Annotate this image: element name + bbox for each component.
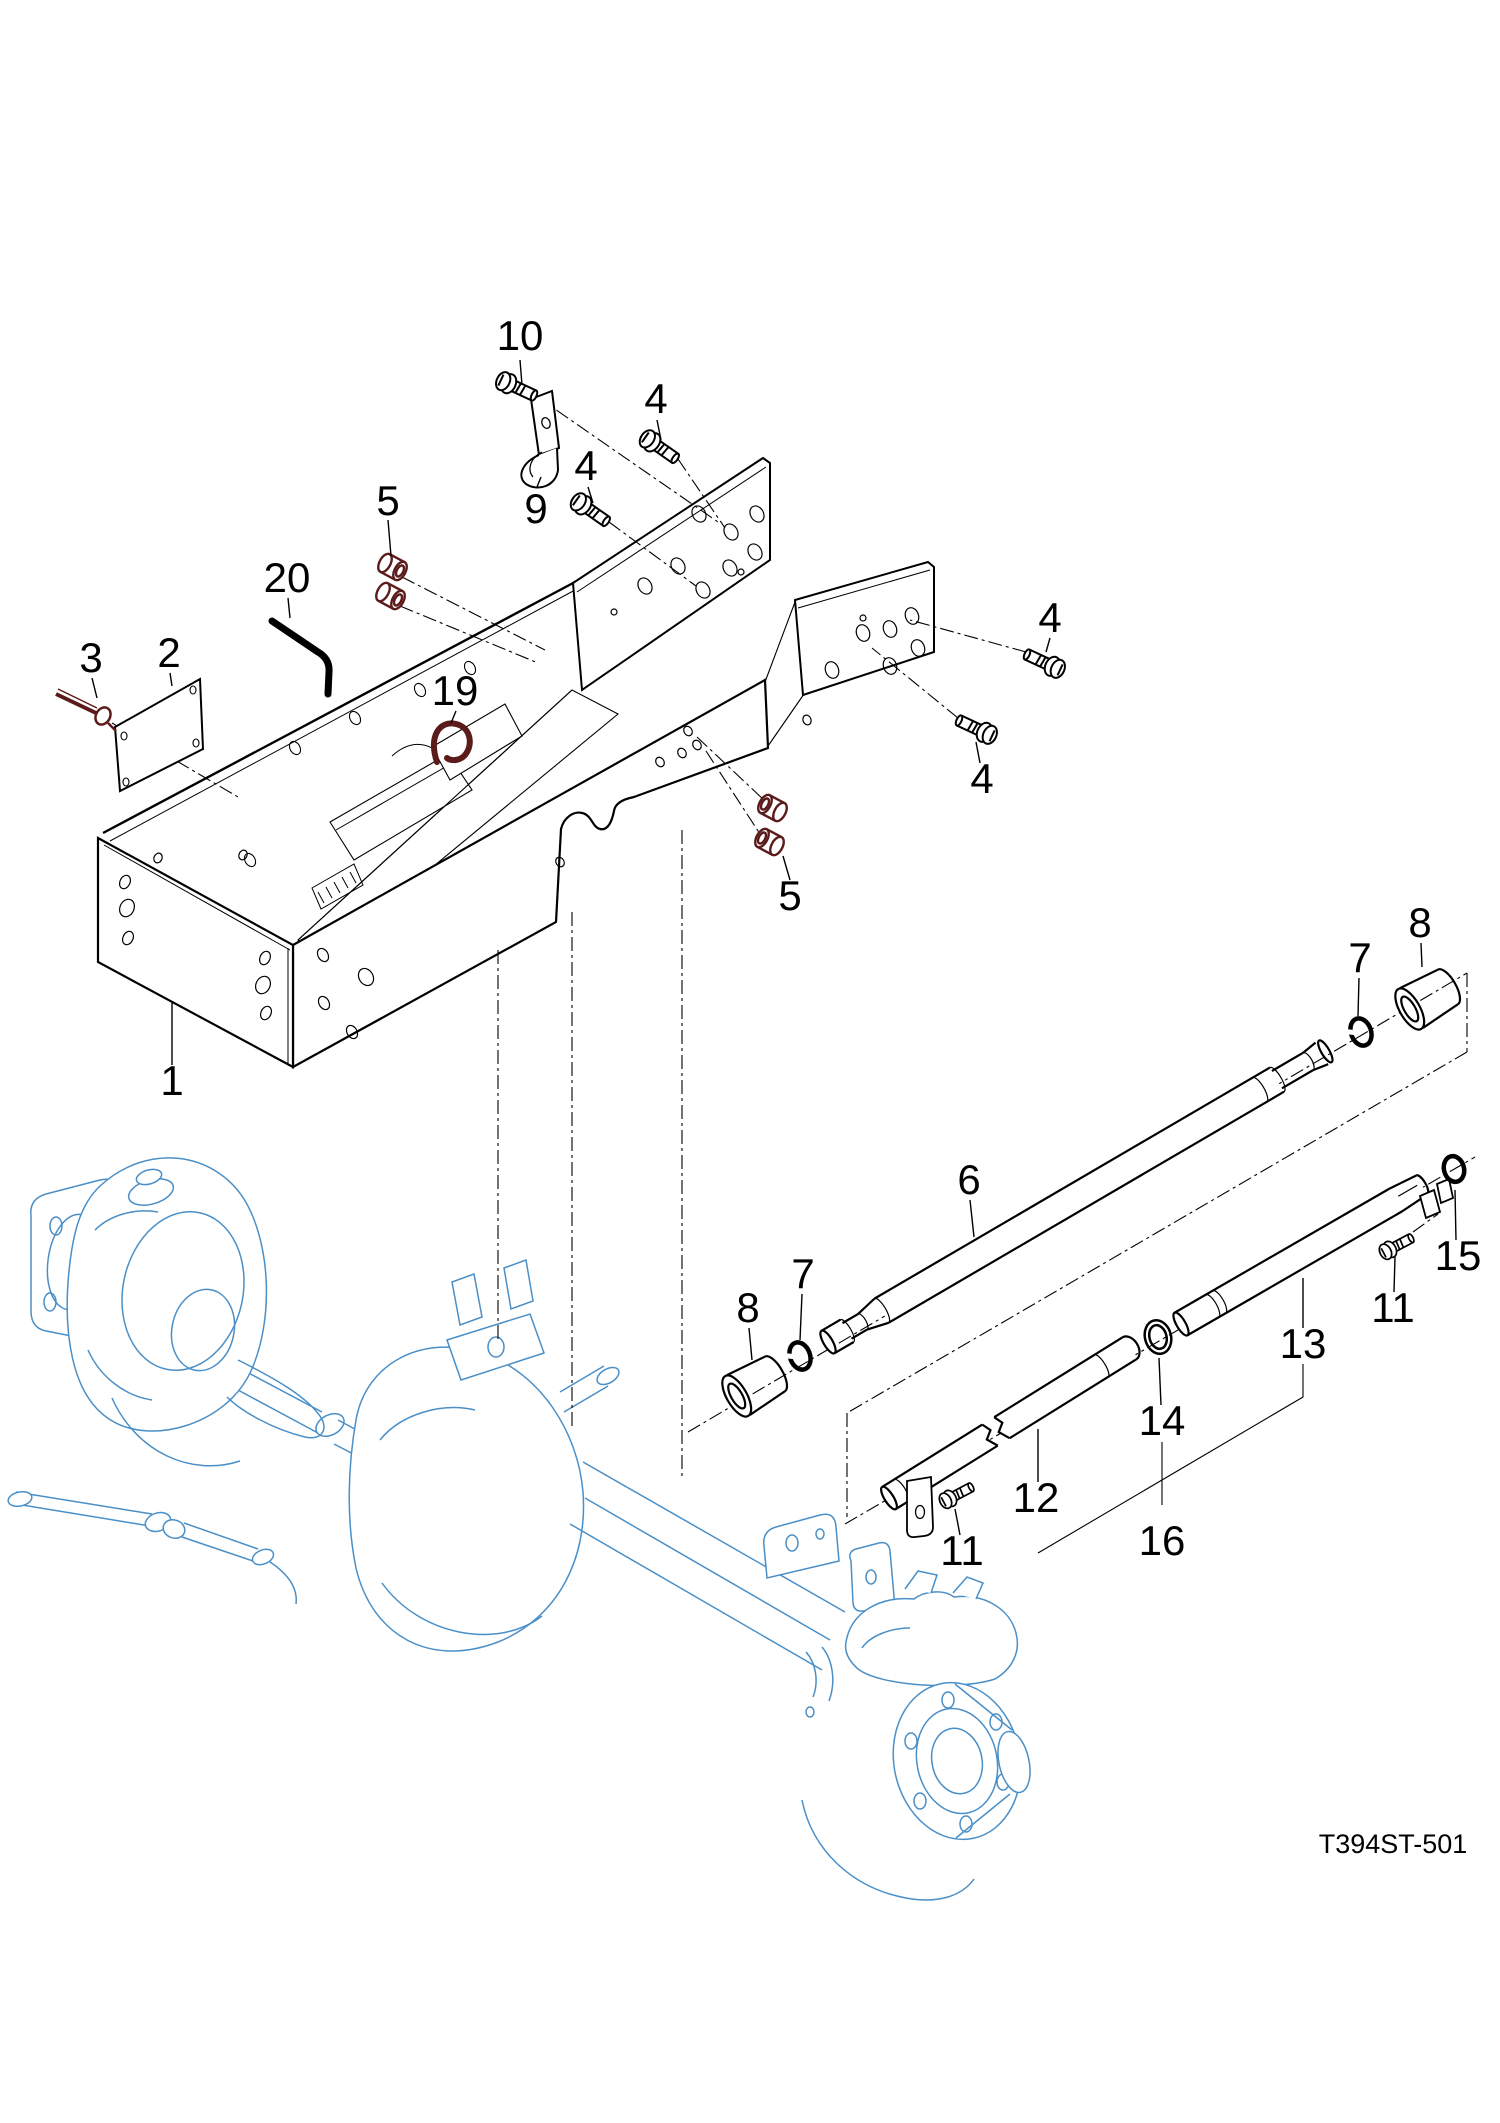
callout-7: 7: [1348, 934, 1371, 981]
callout-8: 8: [736, 1284, 759, 1331]
plate2-holes: [802, 607, 926, 726]
callout-3: 3: [79, 634, 102, 681]
callout-4: 4: [970, 755, 993, 802]
callout-15: 15: [1435, 1232, 1482, 1279]
callout-4: 4: [1038, 594, 1061, 641]
callout-12: 12: [1013, 1474, 1060, 1521]
callout-4: 4: [644, 375, 667, 422]
callout-10: 10: [497, 312, 544, 359]
tie-rod-tube-part-13: [1172, 1174, 1455, 1337]
callout-9: 9: [524, 485, 547, 532]
callout-8: 8: [1408, 899, 1431, 946]
callout-5: 5: [376, 477, 399, 524]
callout-13: 13: [1280, 1320, 1327, 1367]
bolts-part-11: [935, 1228, 1418, 1512]
frame-holes-left: [118, 849, 273, 1021]
tie-rod-tube-part-12: [880, 1335, 1141, 1539]
front-axle-assembly: [7, 1157, 1031, 1901]
drag-link-rod-part-6: [819, 1039, 1334, 1355]
callout-5: 5: [778, 872, 801, 919]
callout-20: 20: [264, 554, 311, 601]
callout-7: 7: [791, 1250, 814, 1297]
callout-2: 2: [157, 629, 180, 676]
callout-19: 19: [432, 667, 479, 714]
bolt-part-10: [492, 368, 542, 407]
vent-strip: [311, 863, 364, 910]
cotter-pin-part-3: [55, 688, 117, 732]
hook-part-19: [430, 720, 473, 765]
callout-6: 6: [957, 1156, 980, 1203]
ring-part-15: [1441, 1153, 1467, 1185]
callout-4: 4: [574, 442, 597, 489]
ring-part-14: [1143, 1318, 1173, 1356]
frame-part-1: [96, 456, 935, 1069]
callout-11: 11: [1371, 1284, 1415, 1331]
callout-1: 1: [160, 1057, 183, 1104]
leader-lines: [91, 359, 1457, 1554]
clamp-part-9: [520, 389, 561, 489]
callout-11: 11: [940, 1527, 984, 1574]
callout-labels: 10 4 4 9 5 20 2 3 19 4 4 5 1 8 7 6 7 8 1…: [79, 312, 1481, 1574]
frame-holes-far: [243, 660, 477, 868]
frame-holes-near: [316, 725, 702, 1040]
callout-16: 16: [1139, 1517, 1186, 1564]
callout-14: 14: [1139, 1397, 1186, 1444]
cover-plate-part-2: [113, 677, 205, 793]
drawing-code: T394ST-501: [1319, 1829, 1468, 1859]
reference-lines: [111, 395, 1476, 1525]
rod-part-20: [268, 617, 333, 698]
